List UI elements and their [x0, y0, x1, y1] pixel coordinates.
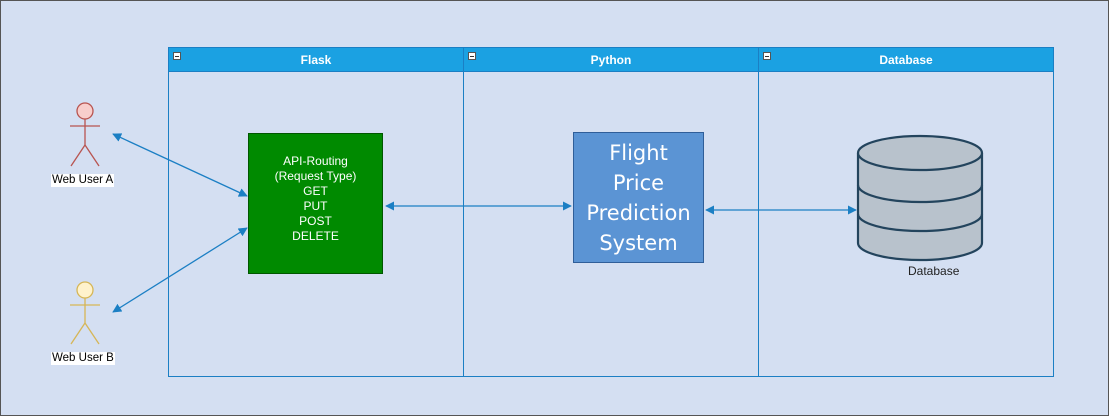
arrow-user-b-api[interactable]	[112, 227, 248, 313]
lane-python-title: Python	[590, 52, 632, 67]
api-routing-line: GET	[303, 184, 328, 198]
prediction-system-line: Price	[612, 170, 665, 195]
lane-python-header[interactable]: Python	[464, 48, 758, 72]
database-cylinder-icon[interactable]	[856, 134, 984, 262]
collapse-icon[interactable]	[468, 52, 476, 60]
collapse-icon[interactable]	[173, 52, 181, 60]
swimlane-container: Flask Python Database	[168, 47, 1054, 377]
api-routing-box[interactable]: API-Routing (Request Type) GET PUT POST …	[248, 133, 383, 274]
lane-database-title: Database	[879, 52, 933, 67]
api-routing-line: (Request Type)	[274, 169, 357, 183]
lane-flask: Flask	[169, 48, 464, 376]
prediction-system-box[interactable]: Flight Price Prediction System	[573, 132, 704, 263]
actor-a-icon[interactable]	[70, 102, 100, 167]
collapse-icon[interactable]	[763, 52, 771, 60]
lane-flask-title: Flask	[300, 52, 332, 67]
api-routing-line: PUT	[303, 199, 328, 213]
api-routing-line: API-Routing	[283, 154, 348, 168]
api-routing-line: DELETE	[292, 229, 339, 243]
lane-database: Database	[759, 48, 1053, 376]
actor-b-label: Web User B	[51, 352, 115, 365]
actor-b-icon[interactable]	[70, 281, 100, 345]
prediction-system-line: System	[599, 230, 678, 255]
api-routing-line: POST	[299, 214, 332, 228]
lane-database-header[interactable]: Database	[759, 48, 1053, 72]
arrow-user-a-api[interactable]	[112, 133, 248, 197]
database-label: Database	[908, 264, 960, 278]
lane-flask-header[interactable]: Flask	[169, 48, 463, 72]
prediction-system-line: Flight	[609, 140, 668, 165]
prediction-system-line: Prediction	[586, 200, 691, 225]
actor-a-label: Web User A	[51, 174, 115, 187]
